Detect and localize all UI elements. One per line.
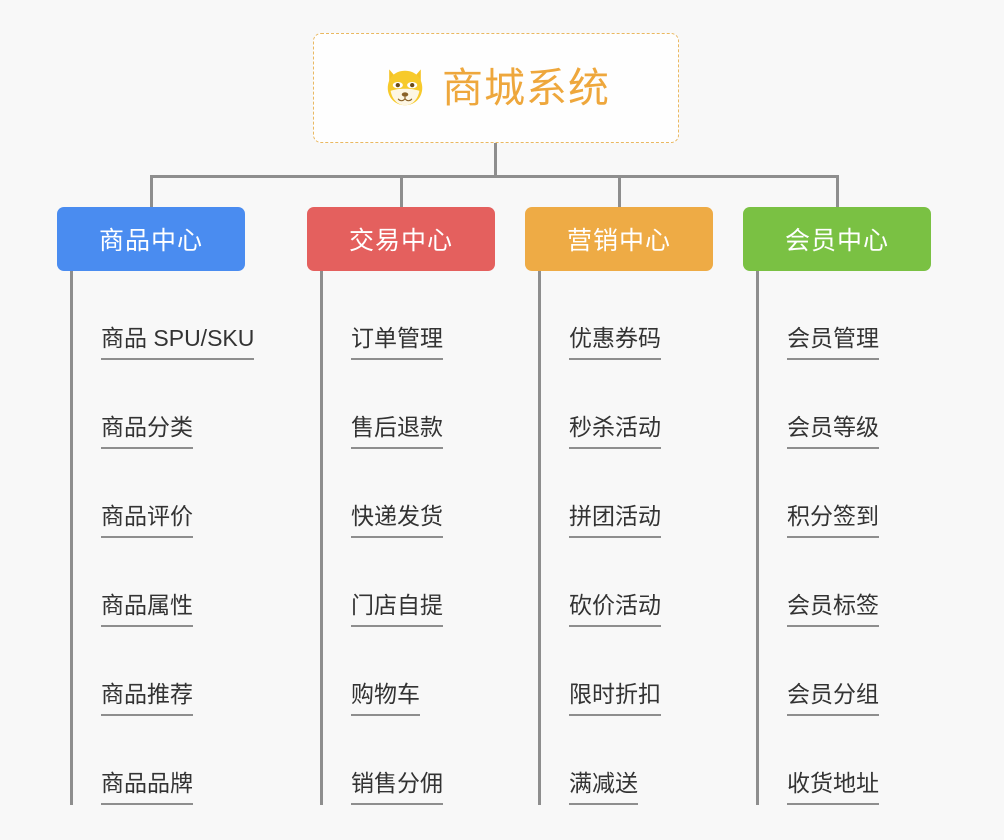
leaf-item-label: 商品 SPU/SKU (101, 325, 255, 360)
leaf-item[interactable]: 会员分组 (756, 627, 879, 716)
leaf-item[interactable]: 销售分佣 (320, 716, 443, 805)
branch-spine-4 (756, 271, 759, 805)
category-box-1[interactable]: 商品中心 (57, 207, 245, 271)
leaf-item-label: 商品推荐 (101, 681, 193, 716)
category-label-2: 交易中心 (348, 227, 453, 255)
leaf-item-label: 秒杀活动 (569, 414, 661, 449)
leaf-item[interactable]: 购物车 (320, 627, 420, 716)
category-label-4: 会员中心 (784, 227, 889, 255)
leaf-item[interactable]: 商品品牌 (70, 716, 193, 805)
leaf-item-label: 砍价活动 (569, 592, 661, 627)
branch-drop-line-2 (400, 175, 403, 207)
leaf-item-label: 商品分类 (101, 414, 193, 449)
category-box-2[interactable]: 交易中心 (307, 207, 495, 271)
leaf-item-label: 限时折扣 (569, 681, 661, 716)
root-stem-line (494, 143, 497, 177)
leaf-item-label: 拼团活动 (569, 503, 661, 538)
leaf-item[interactable]: 快递发货 (320, 449, 443, 538)
leaf-item-label: 会员标签 (787, 592, 879, 627)
branch-spine-2 (320, 271, 323, 805)
leaf-item[interactable]: 优惠券码 (538, 271, 661, 360)
leaf-item[interactable]: 满减送 (538, 716, 638, 805)
leaf-item[interactable]: 限时折扣 (538, 627, 661, 716)
leaf-item[interactable]: 秒杀活动 (538, 360, 661, 449)
leaf-item[interactable]: 会员管理 (756, 271, 879, 360)
leaf-item[interactable]: 砍价活动 (538, 538, 661, 627)
root-title: 商城系统 (442, 64, 610, 111)
leaf-item-label: 销售分佣 (351, 770, 443, 805)
leaf-item[interactable]: 商品分类 (70, 360, 193, 449)
leaf-item[interactable]: 门店自提 (320, 538, 443, 627)
leaf-item-label: 门店自提 (351, 592, 443, 627)
leaf-item-label: 购物车 (351, 681, 420, 716)
branch-drop-line-4 (836, 175, 839, 207)
shiba-dog-face-icon (387, 69, 423, 106)
leaf-item[interactable]: 订单管理 (320, 271, 443, 360)
leaf-item[interactable]: 积分签到 (756, 449, 879, 538)
leaf-item[interactable]: 商品评价 (70, 449, 193, 538)
leaf-item[interactable]: 商品 SPU/SKU (70, 271, 255, 360)
leaf-item-label: 优惠券码 (569, 325, 661, 360)
leaf-item-label: 收货地址 (787, 770, 879, 805)
leaf-item-label: 商品评价 (101, 503, 193, 538)
leaf-item[interactable]: 商品属性 (70, 538, 193, 627)
branch-bus-line (150, 175, 838, 178)
branch-spine-1 (70, 271, 73, 805)
leaf-item-label: 订单管理 (351, 325, 443, 360)
category-label-3: 营销中心 (566, 227, 671, 255)
leaf-item[interactable]: 商品推荐 (70, 627, 193, 716)
leaf-item[interactable]: 会员标签 (756, 538, 879, 627)
branch-drop-line-3 (618, 175, 621, 207)
leaf-item-label: 快递发货 (351, 503, 443, 538)
leaf-item-label: 积分签到 (787, 503, 879, 538)
branch-drop-line-1 (150, 175, 153, 207)
leaf-item-label: 会员分组 (787, 681, 879, 716)
leaf-item[interactable]: 会员等级 (756, 360, 879, 449)
leaf-item[interactable]: 收货地址 (756, 716, 879, 805)
leaf-item[interactable]: 售后退款 (320, 360, 443, 449)
category-box-3[interactable]: 营销中心 (525, 207, 713, 271)
leaf-item-label: 商品属性 (101, 592, 193, 627)
leaf-item-label: 满减送 (569, 770, 638, 805)
root-node[interactable]: 商城系统 (313, 33, 679, 143)
leaf-item-label: 售后退款 (351, 414, 443, 449)
category-box-4[interactable]: 会员中心 (743, 207, 931, 271)
leaf-item[interactable]: 拼团活动 (538, 449, 661, 538)
category-label-1: 商品中心 (98, 227, 203, 255)
leaf-item-label: 会员等级 (787, 414, 879, 449)
leaf-item-label: 商品品牌 (101, 770, 193, 805)
branch-spine-3 (538, 271, 541, 805)
leaf-item-label: 会员管理 (787, 325, 879, 360)
